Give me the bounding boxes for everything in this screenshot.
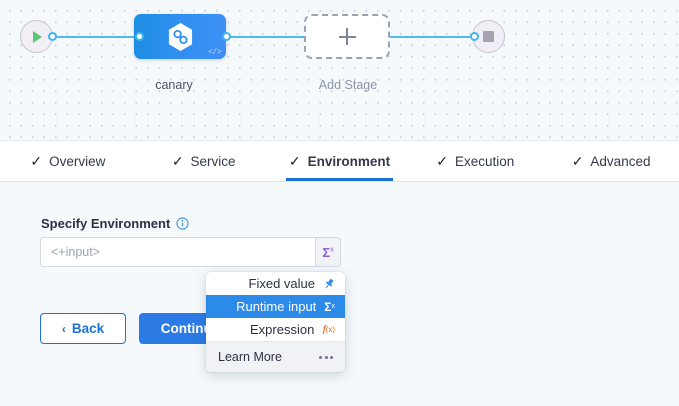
tab-service[interactable]: ✓ Service xyxy=(136,141,272,181)
pipeline-start-node[interactable] xyxy=(20,20,53,53)
connector-dot-start xyxy=(48,32,57,41)
check-icon: ✓ xyxy=(30,153,43,169)
tab-label: Advanced xyxy=(590,153,651,169)
info-icon[interactable] xyxy=(176,217,189,230)
stage-config-tabbar: ✓ Overview ✓ Service ✓ Environment ✓ Exe… xyxy=(0,141,679,182)
specify-environment-input[interactable] xyxy=(40,237,315,267)
stage-node-canary[interactable]: </> xyxy=(134,14,226,59)
pin-icon xyxy=(323,278,335,290)
check-icon: ✓ xyxy=(171,153,184,169)
dropdown-learn-more-row[interactable]: Learn More xyxy=(206,341,345,372)
check-icon: ✓ xyxy=(436,153,448,169)
stage-label-canary: canary xyxy=(155,78,193,92)
plus-icon-vertical xyxy=(346,28,348,45)
tab-overview[interactable]: ✓ Overview xyxy=(0,141,136,181)
check-icon: ✓ xyxy=(288,153,301,169)
continue-button-label: Continue xyxy=(160,321,220,336)
dropdown-item-label: Runtime input xyxy=(236,299,317,314)
tab-environment[interactable]: ✓ Environment xyxy=(272,141,408,181)
f-of-x-icon: f(x) xyxy=(322,322,335,337)
tab-label: Service xyxy=(190,153,236,169)
connector-line-addstage-to-end xyxy=(388,36,478,38)
runtime-input-toggle-button[interactable]: Σx xyxy=(315,237,341,267)
tab-label: Overview xyxy=(49,153,106,169)
code-badge-icon: </> xyxy=(208,48,221,57)
ellipsis-icon[interactable] xyxy=(319,355,333,359)
back-button[interactable]: ‹ Back xyxy=(40,313,126,344)
specify-environment-label: Specify Environment xyxy=(41,216,189,231)
chevron-left-icon: ‹ xyxy=(61,321,66,336)
field-label-text: Specify Environment xyxy=(41,216,171,231)
stop-icon xyxy=(483,31,494,42)
specify-environment-input-group: Σx xyxy=(40,237,341,267)
dropdown-item-label: Expression xyxy=(250,322,315,337)
connector-dot-canary-out xyxy=(222,32,231,41)
check-icon: ✓ xyxy=(571,153,584,169)
tab-label: Environment xyxy=(307,153,391,169)
dropdown-item-expression[interactable]: Expression f(x) xyxy=(206,318,345,341)
play-icon xyxy=(33,30,42,43)
back-button-label: Back xyxy=(71,321,105,336)
add-stage-label: Add Stage xyxy=(318,78,378,92)
connector-dot-canary-in xyxy=(135,32,144,41)
sigma-x-icon: Σx xyxy=(322,244,334,260)
pipeline-canvas[interactable]: </> canary Add Stage xyxy=(0,0,679,141)
dropdown-item-label: Fixed value xyxy=(248,276,315,291)
harness-hexagon-icon xyxy=(168,22,192,51)
connector-line-start-to-canary xyxy=(52,36,140,38)
add-stage-node[interactable] xyxy=(304,14,390,59)
tab-execution[interactable]: ✓ Execution xyxy=(407,141,543,181)
tab-label: Execution xyxy=(455,153,515,169)
connector-line-canary-to-addstage xyxy=(228,36,306,38)
connector-dot-end xyxy=(470,32,479,41)
dropdown-item-fixed-value[interactable]: Fixed value xyxy=(206,272,345,295)
tab-advanced[interactable]: ✓ Advanced xyxy=(543,141,679,181)
learn-more-label: Learn More xyxy=(218,350,282,364)
